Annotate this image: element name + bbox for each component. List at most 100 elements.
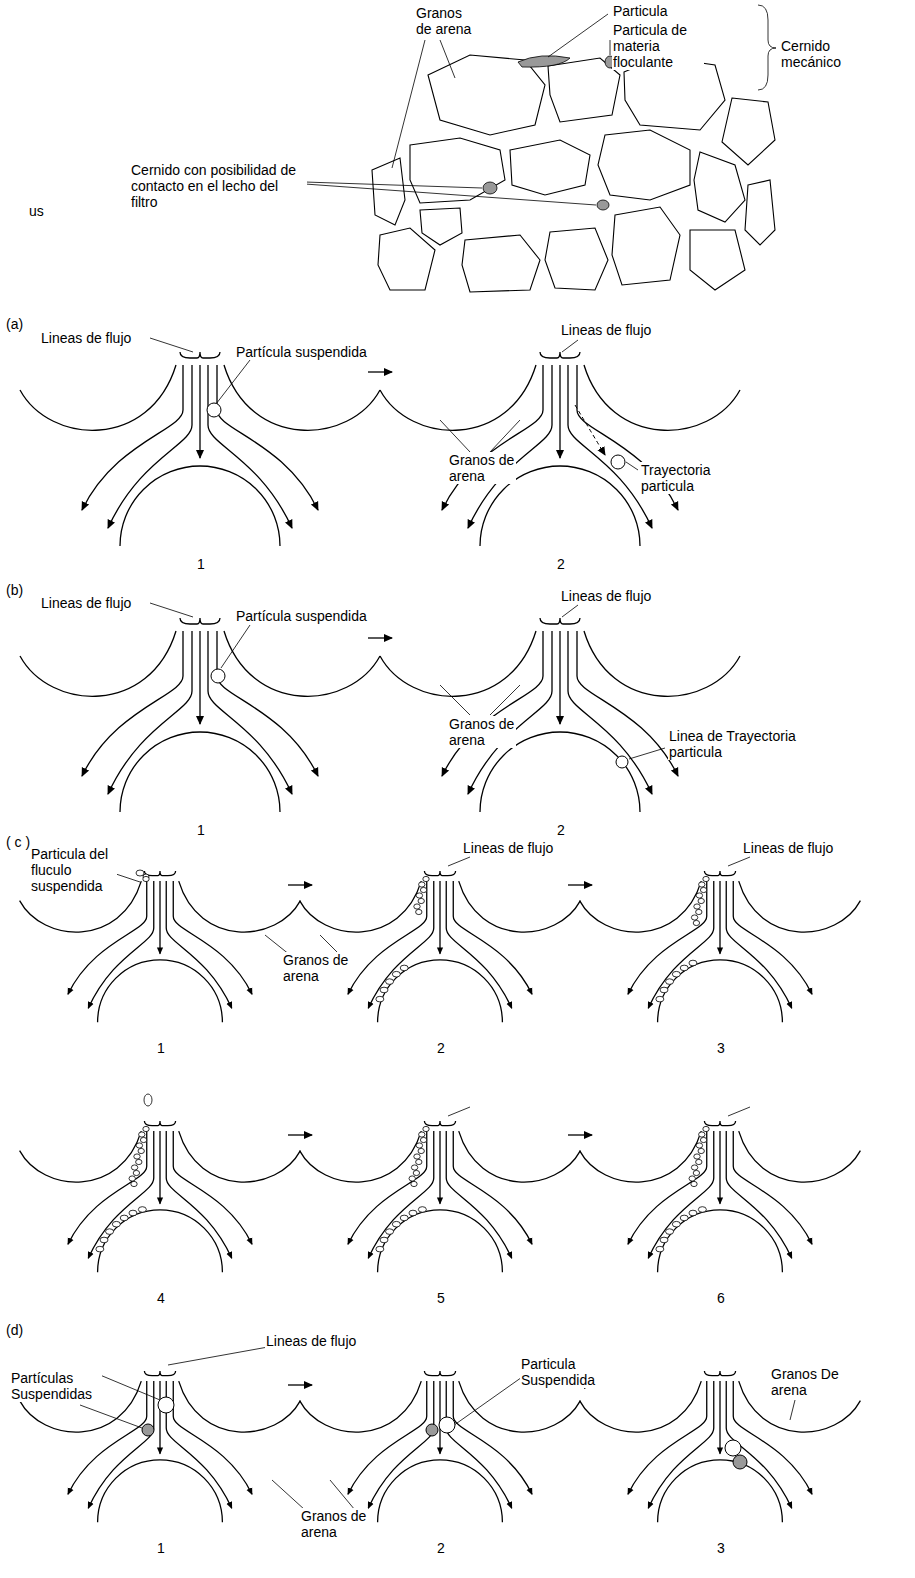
callout-label: Granos de arena: [300, 1508, 368, 1540]
floc-particle: [420, 887, 426, 892]
step-number: 4: [156, 1290, 166, 1306]
step-number: 3: [716, 1540, 726, 1556]
floc-particle: [129, 1176, 135, 1181]
floc-particle: [660, 1237, 668, 1243]
floc-particle: [693, 920, 699, 925]
floc-particle: [416, 1143, 422, 1148]
callout-label: Lineas de flujo: [462, 840, 554, 856]
panel-letter: (b): [5, 582, 24, 598]
callout-label: Particula del fluculo suspendida: [30, 846, 117, 894]
floc-particle: [696, 1143, 702, 1148]
retained-particles: [483, 56, 615, 210]
step-number: 3: [716, 1040, 726, 1056]
callout-label: us: [28, 203, 45, 219]
callout-label: Lineas de flujo: [40, 595, 132, 611]
floc-particle: [699, 1132, 705, 1137]
callout-label: Lineas de flujo: [742, 840, 834, 856]
callout-label: Granos De arena: [770, 1366, 842, 1398]
callout-label: Lineas de flujo: [560, 322, 652, 338]
floc-particle: [418, 898, 424, 903]
flow-cells: [20, 352, 861, 1522]
callout-label: Lineas de flujo: [560, 588, 652, 604]
floc-particle: [696, 909, 702, 914]
floc-particle: [672, 971, 680, 977]
floc-particle: [696, 893, 702, 898]
step-number: 2: [556, 822, 566, 838]
floc-particle: [700, 1137, 706, 1142]
step-number: 5: [436, 1290, 446, 1306]
callout-label: Linea de Trayectoria particula: [668, 728, 805, 760]
floc-particle: [703, 1126, 709, 1131]
floc-particle: [136, 1159, 142, 1164]
floc-particle: [143, 876, 149, 881]
floc-particle: [656, 996, 664, 1002]
floc-particle: [112, 1221, 120, 1227]
callout-label: Cernido con posibilidad de contacto en e…: [130, 162, 307, 210]
floc-particle: [376, 996, 384, 1002]
floc-particle: [418, 1207, 426, 1213]
floc-particle: [376, 1246, 384, 1252]
floc-particle: [131, 1165, 137, 1170]
floc-particle: [414, 1154, 420, 1159]
sand-grains: [372, 55, 775, 292]
step-number: 1: [156, 1540, 166, 1556]
floc-particle: [689, 1176, 695, 1181]
callout-label: Granos de arena: [415, 5, 479, 37]
floc-particle: [138, 1148, 144, 1153]
floc-particle: [700, 887, 706, 892]
floc-particle: [689, 960, 697, 966]
floc-particle: [386, 1229, 394, 1235]
floc-particle: [139, 1132, 145, 1137]
floc-particle: [680, 965, 688, 971]
floc-particle: [380, 1237, 388, 1243]
floc-particle: [106, 1229, 114, 1235]
floc-particle: [699, 882, 705, 887]
floc-particle: [386, 979, 394, 985]
floc-particle: [400, 965, 408, 971]
floc-particle: [138, 1207, 146, 1213]
floc-particle: [134, 1154, 140, 1159]
floc-particle: [696, 1159, 702, 1164]
floc-particle: [680, 1215, 688, 1221]
floc-particle: [411, 1181, 417, 1186]
floc-particle: [423, 876, 429, 881]
floc-particle: [666, 1229, 674, 1235]
step-number: 1: [196, 556, 206, 572]
floc-particle: [698, 1207, 706, 1213]
floc-particle: [698, 898, 704, 903]
floc-particle: [409, 1176, 415, 1181]
floc-particle: [133, 1170, 139, 1175]
callout-label: Particula de materia floculante: [612, 22, 704, 70]
floc-particle: [420, 1137, 426, 1142]
floc-particle: [120, 1215, 128, 1221]
floc-particle: [380, 987, 388, 993]
step-number: 2: [556, 556, 566, 572]
step-number: 6: [716, 1290, 726, 1306]
floc-particle: [703, 876, 709, 881]
floc-particle: [666, 979, 674, 985]
callout-label: Granos de arena: [448, 452, 516, 484]
suspended-particles: [142, 403, 747, 1469]
floc-particle: [691, 1165, 697, 1170]
floc-particle: [418, 1148, 424, 1153]
floc-particle: [672, 1221, 680, 1227]
step-number: 2: [436, 1040, 446, 1056]
floc-particle: [143, 1126, 149, 1131]
callout-label: Partícula suspendida: [235, 608, 368, 624]
callout-label: Particula Suspendida: [520, 1356, 602, 1388]
callout-label: Partículas Suspendidas: [10, 1370, 102, 1402]
floc-particle: [414, 904, 420, 909]
floc-particle: [400, 1215, 408, 1221]
floc-particle: [136, 870, 144, 876]
floc-particle: [423, 1126, 429, 1131]
panel-letter: (d): [5, 1322, 24, 1338]
callout-label: Partícula suspendida: [235, 344, 368, 360]
floc-particle: [694, 904, 700, 909]
floc-particle: [409, 1210, 417, 1216]
step-number: 1: [156, 1040, 166, 1056]
floc-particle: [131, 1181, 137, 1186]
floc-particle: [416, 1159, 422, 1164]
callout-label: Granos de arena: [282, 952, 350, 984]
panel-letter: ( c ): [5, 834, 31, 850]
floc-particle: [691, 915, 697, 920]
